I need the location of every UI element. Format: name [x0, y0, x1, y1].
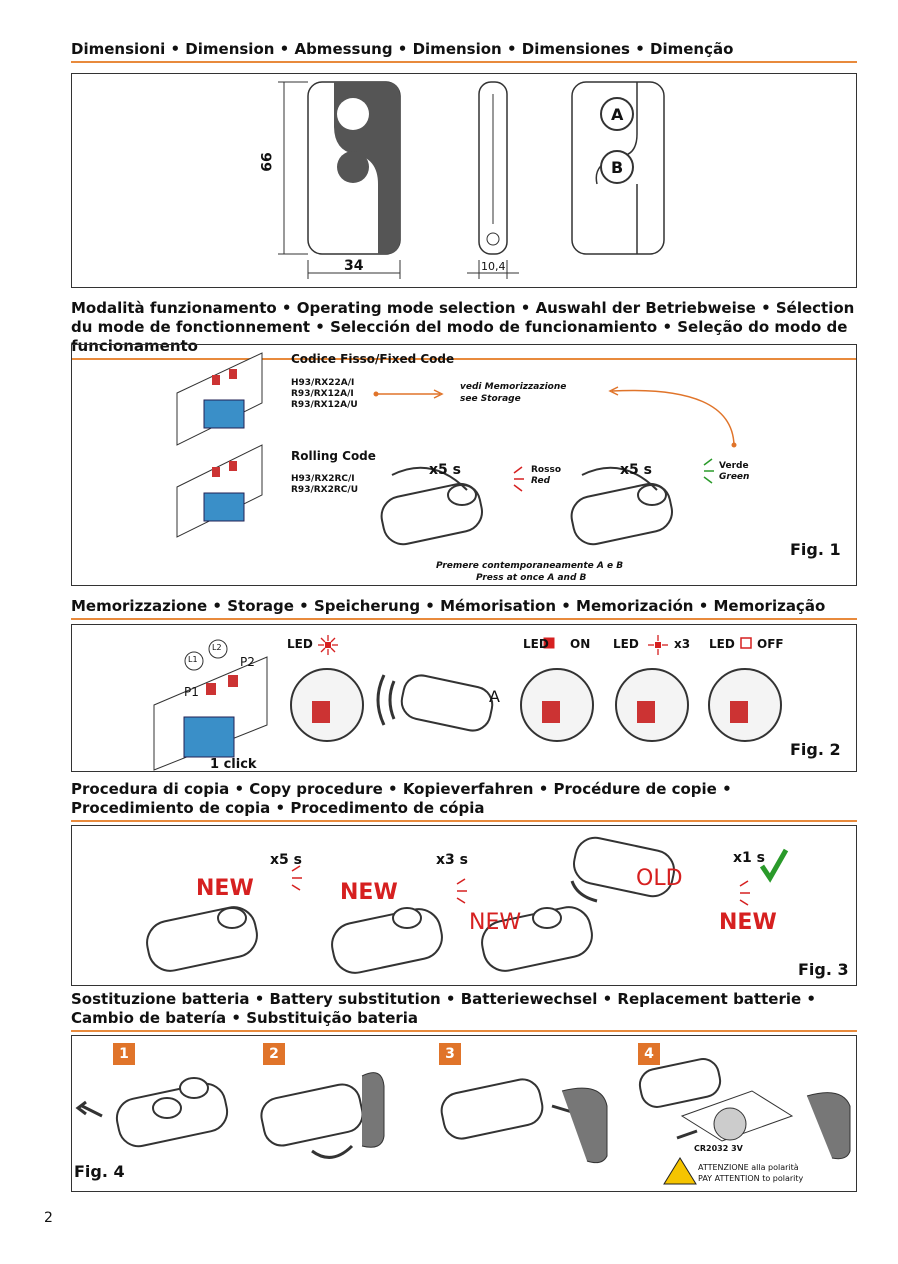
step-2-badge: 2 [263, 1043, 285, 1065]
new-label-4: NEW [719, 910, 777, 935]
button-a-mark: A [489, 687, 500, 706]
battery-panel: 1 2 3 4 CR2032 3V ATTENZIONE alla polari… [71, 1035, 857, 1192]
off-label: OFF [757, 637, 784, 651]
copy-time-2: x3 s [436, 852, 468, 868]
copy-time-3: x1 s [733, 850, 765, 866]
rolling-model-1: H93/RX2RC/I [291, 474, 355, 484]
one-click-label: 1 click [210, 757, 257, 772]
l2-label: L2 [212, 643, 222, 652]
p2-label: P2 [240, 655, 255, 669]
fig4-drawing [75, 1058, 851, 1185]
led-x3-label: LED [613, 637, 639, 651]
fig2-drawing [153, 635, 782, 771]
rolling-model-2: R93/RX2RC/U [291, 485, 359, 495]
dimensions-drawing [278, 81, 665, 279]
see-storage-en: see Storage [460, 394, 521, 404]
button-b-label: B [611, 158, 624, 177]
red-label-en: Red [531, 476, 551, 486]
section-title-dimensions: Dimensioni • Dimension • Abmessung • Dim… [71, 40, 857, 63]
fig1-label: Fig. 1 [790, 540, 841, 559]
fixed-model-3: R93/RX12A/U [291, 400, 358, 410]
p1-label: P1 [184, 685, 199, 699]
fig1-drawing [176, 352, 737, 546]
hold-time-1: x5 s [429, 462, 461, 478]
fig3-label: Fig. 3 [798, 960, 849, 979]
fixed-model-1: H93/RX22A/I [291, 378, 355, 388]
led-off-label: LED [709, 637, 735, 651]
page-number: 2 [44, 1210, 53, 1226]
depth-dimension: 10,4 [481, 260, 506, 273]
width-dimension: 34 [344, 258, 364, 274]
press-instruction-it: Premere contemporaneamente A e B [436, 561, 624, 571]
section-title-copy: Procedura di copia • Copy procedure • Ko… [71, 780, 857, 822]
section-title-operating-mode: Modalità funzionamento • Operating mode … [71, 299, 857, 360]
storage-panel: LED LED ON LED x3 LED OFF L1 L2 P1 P2 1 … [71, 624, 857, 772]
operating-mode-panel: Codice Fisso/Fixed Code H93/RX22A/I R93/… [71, 344, 857, 586]
led-label: LED [287, 637, 313, 651]
fixed-model-2: R93/RX12A/I [291, 389, 354, 399]
rolling-code-title: Rolling Code [291, 449, 376, 463]
step-3-badge: 3 [439, 1043, 461, 1065]
polarity-warning-it: ATTENZIONE alla polarità [698, 1163, 799, 1172]
step-1-badge: 1 [113, 1043, 135, 1065]
fig4-label: Fig. 4 [74, 1162, 125, 1181]
battery-type-label: CR2032 3V [694, 1144, 743, 1153]
new-label-3: NEW [469, 910, 522, 935]
l1-label: L1 [188, 655, 198, 664]
see-storage-it: vedi Memorizzazione [460, 382, 567, 392]
step-4-badge: 4 [638, 1043, 660, 1065]
green-label-en: Green [719, 472, 750, 482]
green-label-it: Verde [719, 461, 749, 471]
led-on-label: LED [523, 637, 549, 651]
fig2-label: Fig. 2 [790, 740, 841, 759]
height-dimension: 66 [259, 152, 276, 172]
dimensions-panel: 66 34 10,4 A B [71, 73, 857, 288]
fixed-code-title: Codice Fisso/Fixed Code [291, 352, 455, 366]
new-label-2: NEW [340, 880, 398, 905]
press-instruction-en: Press at once A and B [476, 573, 587, 583]
old-label: OLD [636, 866, 683, 891]
x3-label: x3 [674, 637, 691, 651]
red-label-it: Rosso [531, 465, 562, 475]
fig3-drawing [146, 836, 789, 974]
section-title-battery: Sostituzione batteria • Battery substitu… [71, 990, 857, 1032]
new-label-1: NEW [196, 876, 254, 901]
polarity-warning-en: PAY ATTENTION to polarity [698, 1174, 804, 1183]
section-title-storage: Memorizzazione • Storage • Speicherung •… [71, 597, 857, 620]
on-label: ON [570, 637, 591, 651]
hold-time-2: x5 s [620, 462, 652, 478]
copy-panel: x5 s x3 s x1 s NEW NEW NEW OLD NEW Fig. … [71, 825, 857, 986]
copy-time-1: x5 s [270, 852, 302, 868]
button-a-label: A [611, 105, 624, 124]
